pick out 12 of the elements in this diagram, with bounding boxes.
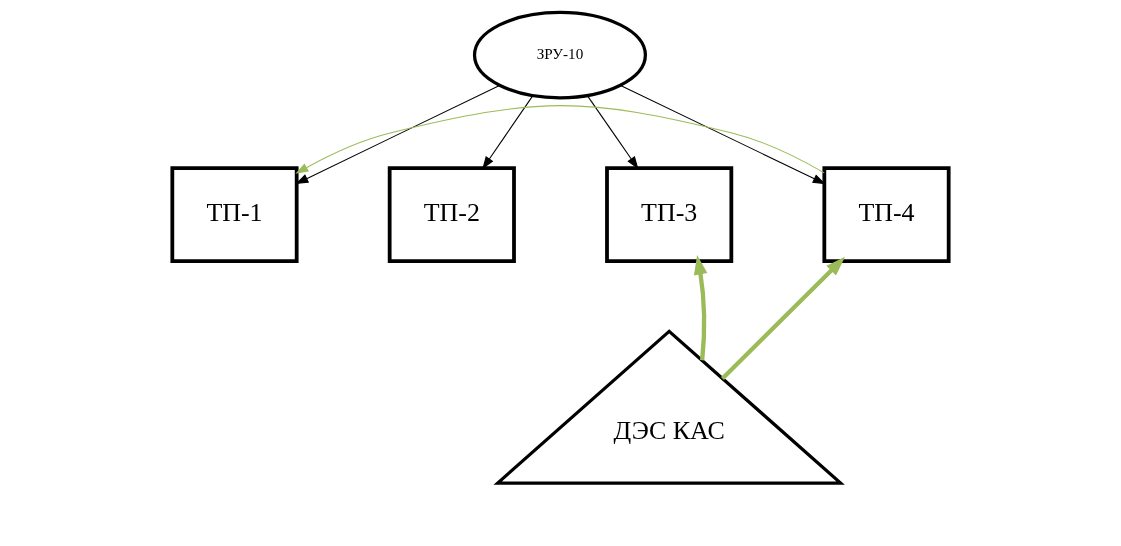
- node-box: ТП-1: [170, 166, 299, 263]
- node-box: ТП-4: [822, 166, 951, 263]
- node-ellipse: ЗРУ-10: [472, 10, 647, 100]
- arrow: [720, 256, 846, 381]
- node-box: ТП-2: [387, 166, 516, 263]
- arrow: [295, 84, 501, 185]
- arrow: [482, 95, 534, 170]
- arrow: [295, 105, 825, 174]
- arrow: [620, 84, 826, 185]
- arrow: [693, 255, 708, 361]
- node-box: ТП-3: [605, 166, 734, 263]
- arrow: [587, 95, 639, 170]
